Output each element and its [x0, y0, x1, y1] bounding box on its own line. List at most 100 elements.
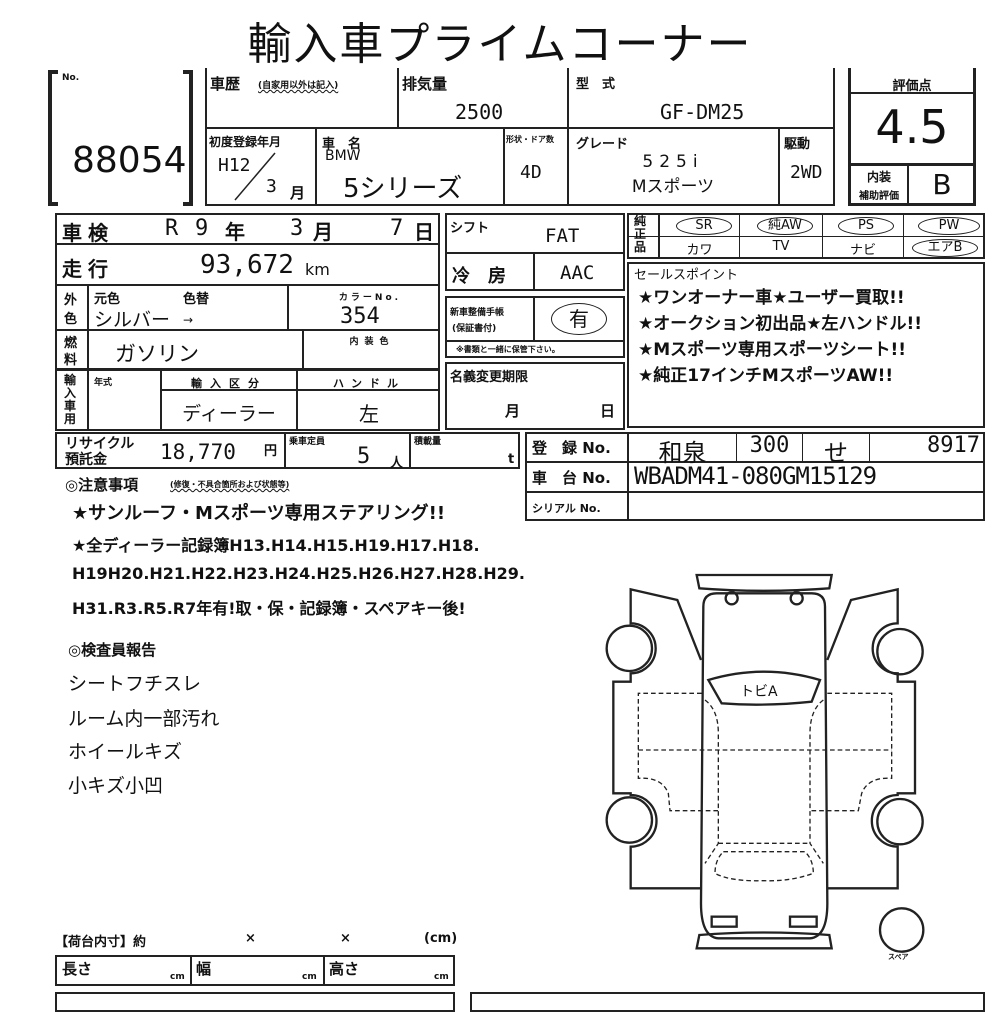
inspector-line-2: ルーム内一部汚れ — [68, 708, 220, 730]
car-damage-diagram — [605, 573, 925, 953]
spare-label: スペア — [888, 953, 909, 961]
right-side — [826, 587, 924, 890]
doors-value: 4D — [520, 162, 542, 183]
inspector-line-3: ホイールキズ — [68, 741, 183, 763]
car-name-label: 車 名 — [322, 137, 362, 152]
manual-box — [445, 296, 625, 358]
equipment-side-label: 純正品 — [634, 214, 647, 254]
car-maker: BMW — [325, 148, 361, 164]
manual-value: 有 — [551, 303, 607, 335]
interior-score: B — [932, 168, 952, 201]
recycle-box — [55, 432, 520, 469]
note-line-1: ★サンルーフ・Mスポーツ専用ステアリング!! — [72, 503, 446, 524]
spare-tire — [878, 907, 925, 953]
cargo-height-unit: cm — [434, 972, 449, 982]
orig-color-label: 元色 — [94, 292, 121, 307]
import-class-label: 輸入区分 — [191, 377, 267, 390]
car-name: 5シリーズ — [343, 174, 463, 204]
bottom-left-box — [55, 992, 455, 1012]
history-note: (自家用以外は記入) — [258, 81, 339, 91]
name-change-day: 日 — [600, 402, 616, 420]
chassis-label: 車 台 No. — [532, 469, 611, 487]
first-reg-month-unit: 月 — [290, 184, 306, 202]
cargo-width-label: 幅 — [196, 960, 212, 978]
lot-bracket — [48, 70, 58, 206]
mileage-unit: km — [305, 260, 330, 279]
date-slash — [234, 152, 276, 201]
recycle-label-1: リサイクル — [65, 436, 135, 452]
mileage-label: 走行 — [62, 257, 114, 281]
load-unit: t — [508, 452, 515, 467]
registration-number: 8917 — [927, 433, 980, 458]
cargo-length-label: 長さ — [62, 960, 93, 978]
inspection-year-unit: 年 — [225, 220, 245, 244]
drive-label: 駆動 — [784, 137, 811, 152]
equipment-leather: カワ — [686, 243, 713, 258]
note-line-3: H19H20.H21.H22.H23.H24.H25.H26.H27.H28.H… — [72, 564, 525, 583]
name-change-month: 月 — [505, 402, 521, 420]
registration-label: 登 録 No. — [532, 439, 611, 457]
inspection-year: 9 — [195, 216, 209, 241]
import-year-label: 年式 — [94, 378, 113, 388]
cargo-x1: × — [245, 931, 256, 946]
cargo-label: 【荷台内寸】約 — [55, 935, 147, 950]
history-label: 車歴 — [210, 75, 241, 93]
equipment-ps: PS — [838, 217, 894, 235]
equipment-alloy-wheels: 純AW — [757, 217, 813, 235]
windshield — [706, 670, 822, 706]
inspection-label: 車検 — [62, 221, 114, 245]
cargo-width-unit: cm — [302, 972, 317, 982]
equipment-sr: SR — [676, 217, 732, 235]
cargo-unit: (cm) — [424, 931, 458, 946]
lot-bracket-right — [183, 70, 193, 206]
sales-points-label: セールスポイント — [634, 268, 739, 283]
capacity-unit: 人 — [390, 456, 404, 471]
vehicle-info-box — [205, 68, 835, 206]
registration-region: 和泉 — [658, 439, 707, 467]
recycle-unit: 円 — [264, 444, 278, 459]
capacity-label: 乗車定員 — [289, 437, 326, 447]
inspection-day-unit: 日 — [414, 220, 434, 244]
handle-label: ハンドル — [333, 377, 405, 390]
equipment-airbag: エアB — [912, 239, 978, 257]
inspector-line-1: シートフチスレ — [68, 673, 202, 695]
model-code-value: GF-DM25 — [660, 100, 745, 124]
grade-line1: 525i — [642, 152, 704, 172]
color-arrow: → — [183, 313, 194, 327]
color-side-1: 外 — [64, 293, 78, 308]
first-reg-year: H12 — [218, 155, 251, 176]
handle-value: 左 — [359, 402, 379, 426]
capacity-value: 5 — [357, 444, 371, 469]
inspection-era: R — [165, 216, 179, 241]
doors-label: 形状・ドア数 — [506, 135, 554, 144]
windshield-note: トビA — [740, 684, 778, 700]
notes-label: ◎注意事項 — [65, 476, 139, 494]
inspection-month: 3 — [290, 216, 304, 241]
panel-dashes — [637, 692, 893, 882]
model-code-label: 型 式 — [576, 77, 616, 92]
cargo-length-unit: cm — [170, 972, 185, 982]
equipment-tv: TV — [772, 239, 790, 254]
mileage-value: 93,672 — [200, 250, 294, 280]
orig-color: シルバー — [94, 309, 171, 331]
shift-value: FAT — [545, 225, 580, 247]
inspection-box — [55, 213, 440, 431]
name-change-box — [445, 362, 625, 430]
grade-label: グレード — [576, 137, 629, 152]
notes-sub: (修復・不具合箇所および状態等) — [170, 480, 290, 489]
registration-kana: せ — [824, 439, 848, 467]
inspector-label: ◎検査員報告 — [68, 641, 157, 659]
note-line-2: ★全ディーラー記録簿H13.H14.H15.H19.H17.H18. — [72, 536, 480, 555]
score-label: 評価点 — [892, 79, 932, 94]
chassis-number: WBADM41-080GM15129 — [634, 462, 877, 490]
interior-color-label: 内装色 — [349, 337, 395, 347]
interior-label-2: 補助評価 — [859, 191, 899, 202]
sales-point-3: ★Mスポーツ専用スポーツシート!! — [638, 340, 906, 360]
manual-note: ※書類と一緒に保管下さい。 — [456, 345, 560, 354]
registration-class: 300 — [749, 433, 790, 458]
color-code: 354 — [340, 304, 380, 329]
car-body — [695, 573, 834, 950]
cargo-x2: × — [340, 931, 351, 946]
first-reg-label: 初度登録年月 — [209, 135, 282, 149]
displacement-label: 排気量 — [402, 75, 448, 93]
